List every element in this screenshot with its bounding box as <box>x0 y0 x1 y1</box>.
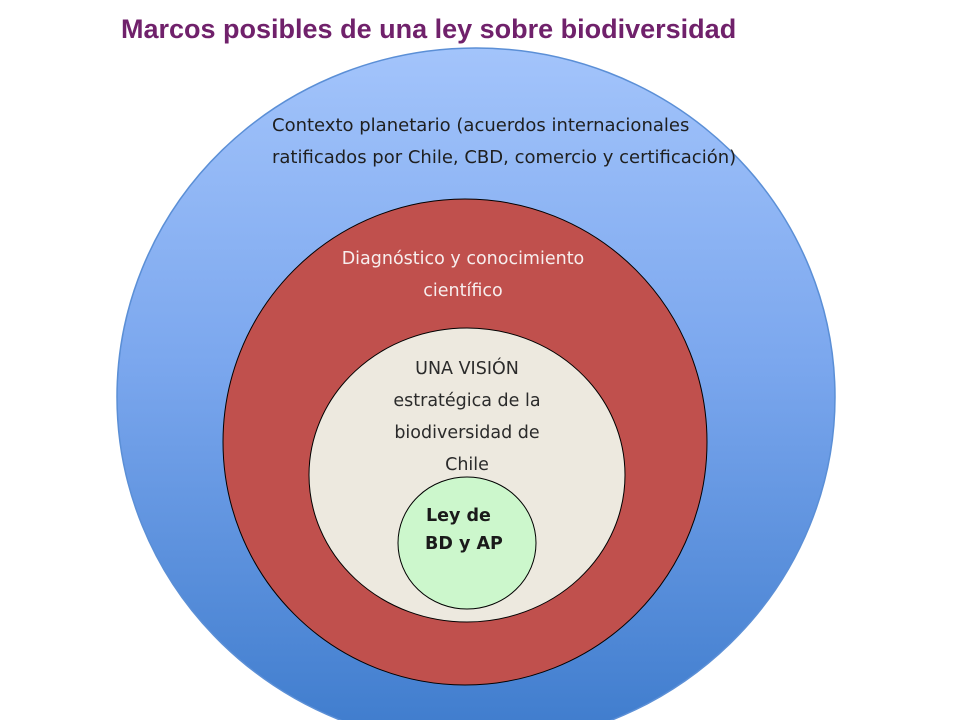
core-circle-label-line2: BD y AP <box>425 534 503 554</box>
outer-circle-label: Contexto planetario (acuerdos internacio… <box>272 115 737 168</box>
inner-circle-strategic-vision <box>308 327 626 623</box>
core-circle-label-line1: Ley de <box>426 506 491 526</box>
inner-circle-label: UNA VISIÓN estratégica de la biodiversid… <box>393 359 541 475</box>
core-circle-label: Ley de BD y AP <box>411 502 521 558</box>
diagram-title: Marcos posibles de una ley sobre biodive… <box>121 14 737 44</box>
middle-circle-label: Diagnóstico y conocimiento científico <box>341 249 585 301</box>
core-circle-biodiversity-law <box>397 476 537 610</box>
